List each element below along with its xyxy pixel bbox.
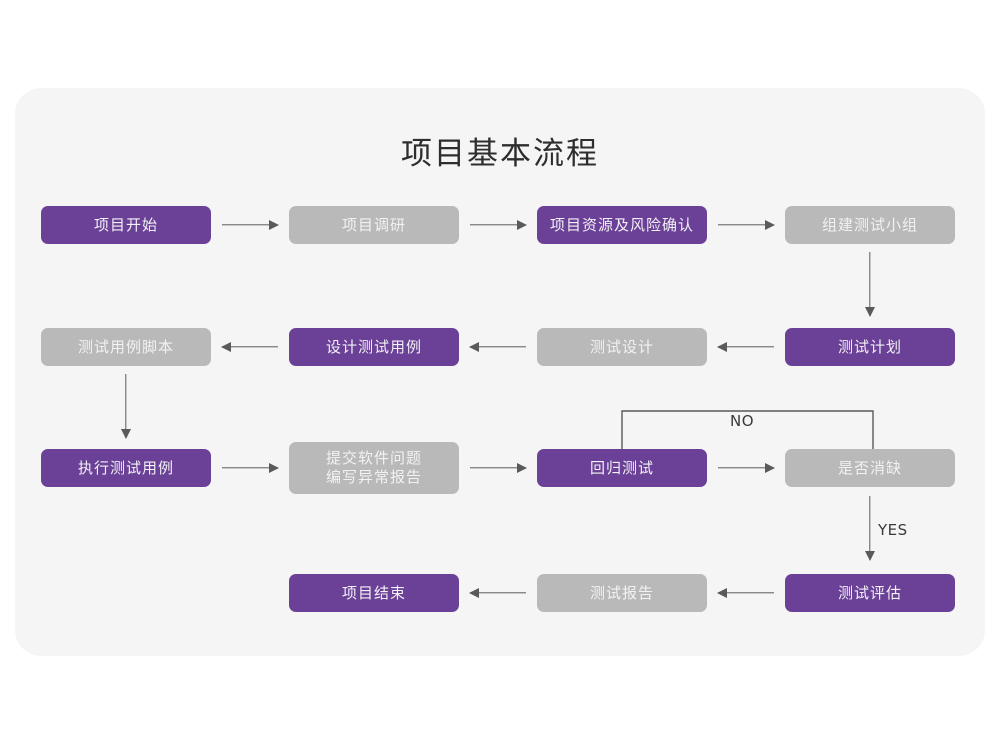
page-title: 项目基本流程 [401,136,599,172]
arrow-test-plan-to-test-design [717,341,774,353]
arrow-shaft [222,224,278,226]
node-label: 回归测试 [589,458,654,477]
node-test-design[interactable]: 测试设计 [537,328,707,366]
arrow-head-right [269,463,279,473]
node-resource-risk-confirm[interactable]: 项目资源及风险确认 [537,206,707,244]
node-label: 组建测试小组 [821,215,918,234]
arrow-team-to-test-plan [864,252,876,317]
node-project-end[interactable]: 项目结束 [289,574,459,612]
arrow-evaluation-to-test-report [717,587,774,599]
node-label: 执行测试用例 [77,458,174,477]
arrow-design-case-to-script [221,341,278,353]
node-label: 测试用例脚本 [77,337,174,356]
arrow-head-left [469,342,479,352]
arrow-shaft [869,252,871,316]
arrow-head-right [517,463,527,473]
arrow-test-design-to-design-case [469,341,526,353]
arrow-research-to-resource [470,219,527,231]
flowchart-card [15,88,985,656]
node-execute-test-case[interactable]: 执行测试用例 [41,449,211,487]
arrow-resource-to-team [718,219,775,231]
node-design-test-case[interactable]: 设计测试用例 [289,328,459,366]
arrow-shaft [222,467,278,469]
node-label: 项目资源及风险确认 [549,215,694,234]
node-build-test-team[interactable]: 组建测试小组 [785,206,955,244]
arrow-shaft [470,346,526,348]
node-label: 是否消缺 [837,458,902,477]
arrow-shaft [470,592,526,594]
arrow-shaft [222,346,278,348]
arrow-head-down [865,551,875,561]
arrow-head-left [469,588,479,598]
node-project-start[interactable]: 项目开始 [41,206,211,244]
arrow-head-right [765,220,775,230]
arrow-shaft [470,467,526,469]
node-label: 测试评估 [837,583,902,602]
arrow-head-right [269,220,279,230]
loop-no-polyline [621,410,874,463]
arrow-submit-issue-to-regression [470,462,527,474]
edge-label-yes: YES [878,521,908,539]
arrow-head-left [717,342,727,352]
node-test-report[interactable]: 测试报告 [537,574,707,612]
node-label: 项目开始 [93,215,158,234]
arrow-head-left [717,588,727,598]
arrow-execute-to-submit-issue [222,462,279,474]
node-test-case-script[interactable]: 测试用例脚本 [41,328,211,366]
node-label: 设计测试用例 [325,337,422,356]
arrow-shaft [718,346,774,348]
arrow-script-to-execute [120,374,132,439]
arrow-test-report-to-project-end [469,587,526,599]
node-project-research[interactable]: 项目调研 [289,206,459,244]
node-label: 测试计划 [837,337,902,356]
node-label-line-2: 编写异常报告 [325,468,422,486]
node-defect-cleared-decision[interactable]: 是否消缺 [785,449,955,487]
node-label: 项目结束 [341,583,406,602]
arrow-head-down [865,307,875,317]
node-label-block: 提交软件问题 编写异常报告 [326,449,422,487]
arrow-shaft [869,496,871,560]
node-test-plan[interactable]: 测试计划 [785,328,955,366]
node-submit-issue-report[interactable]: 提交软件问题 编写异常报告 [289,442,459,494]
arrow-defect-check-to-evaluation [864,496,876,561]
node-label: 测试设计 [589,337,654,356]
arrow-start-to-research [222,219,279,231]
arrow-shaft [718,224,774,226]
arrow-head-right [765,463,775,473]
arrow-shaft [470,224,526,226]
arrow-head-left [221,342,231,352]
node-label: 项目调研 [341,215,406,234]
edge-label-no: NO [730,412,755,430]
arrow-shaft [718,592,774,594]
arrow-shaft [125,374,127,438]
node-regression-test[interactable]: 回归测试 [537,449,707,487]
arrow-shaft [718,467,774,469]
arrow-head-down [121,429,131,439]
arrow-head-right [517,220,527,230]
node-label: 测试报告 [589,583,654,602]
arrow-regression-to-defect-check [718,462,775,474]
node-label-line-1: 提交软件问题 [325,449,422,467]
node-test-evaluation[interactable]: 测试评估 [785,574,955,612]
